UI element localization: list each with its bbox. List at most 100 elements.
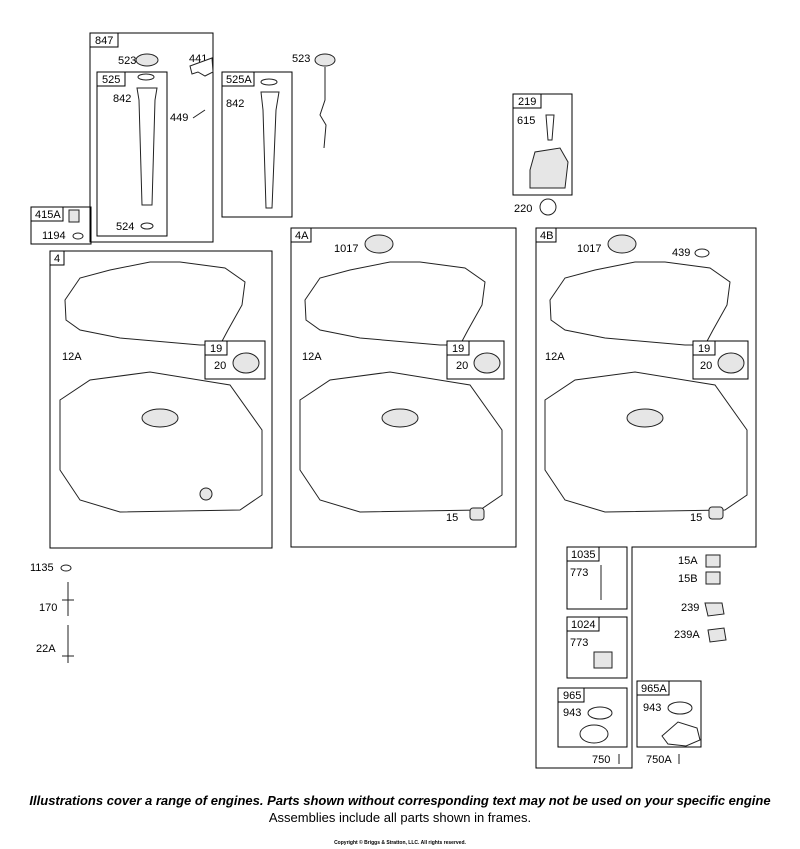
part-label-20: 20 xyxy=(456,360,468,372)
breather-cap-icon xyxy=(607,234,637,254)
frame-label-4b: 4B xyxy=(540,230,553,242)
washer-icon xyxy=(60,564,72,572)
part-label-220: 220 xyxy=(514,203,532,215)
frame-label-415a: 415A xyxy=(35,209,61,221)
part-label-615: 615 xyxy=(517,115,535,127)
crankcase-cover-icon xyxy=(59,371,263,513)
part-label-170: 170 xyxy=(39,602,57,614)
part-label-20: 20 xyxy=(700,360,712,372)
assembly-847: 847 525 523 441 842 449 524 xyxy=(89,32,214,243)
cover-plate-icon xyxy=(661,721,701,747)
frame-label-525: 525 xyxy=(102,74,120,86)
frame-label-525a: 525A xyxy=(226,74,252,86)
assembly-415a: 415A 1194 xyxy=(30,206,92,245)
bracket-icon xyxy=(189,57,214,77)
oil-sensor-icon xyxy=(704,602,725,617)
gasket-ring-icon xyxy=(667,701,693,715)
plug-icon xyxy=(705,571,721,585)
part-label-239: 239 xyxy=(681,602,699,614)
seal-icon xyxy=(72,232,84,240)
plug-icon xyxy=(68,209,80,223)
port-icon xyxy=(199,487,213,501)
assembly-4b: 4B 1017 439 12A 19 20 15 15A 15B 239 239… xyxy=(535,227,757,769)
frame-label-4a: 4A xyxy=(295,230,309,242)
bearing-icon xyxy=(141,408,179,428)
frame-label-1035: 1035 xyxy=(571,549,595,561)
part-label-15: 15 xyxy=(446,512,458,524)
part-label-12a: 12A xyxy=(302,351,322,363)
dipstick-cap-icon xyxy=(135,53,159,67)
oil-seal-icon xyxy=(232,352,260,374)
part-label-1135: 1135 xyxy=(30,562,54,574)
parts-diagram: 847 525 523 441 842 449 524 525A 842 523… xyxy=(30,32,757,769)
part-label-773: 773 xyxy=(570,567,588,579)
oil-seal-icon xyxy=(473,352,501,374)
gasket-icon xyxy=(64,261,246,346)
dipstick-tube-icon xyxy=(136,87,158,206)
part-label-773: 773 xyxy=(570,637,588,649)
part-label-524: 524 xyxy=(116,221,134,233)
assembly-525a: 525A 842 xyxy=(221,71,293,218)
oil-sensor-icon xyxy=(707,627,727,643)
plug-icon xyxy=(469,507,485,521)
part-label-439: 439 xyxy=(672,247,690,259)
frame-label-219: 219 xyxy=(518,96,536,108)
part-label-15a: 15A xyxy=(678,555,698,567)
frame-label-965: 965 xyxy=(563,690,581,702)
frame-label-1024: 1024 xyxy=(571,619,595,631)
part-label-449: 449 xyxy=(170,112,188,124)
bearing-icon xyxy=(626,408,664,428)
screw-icon xyxy=(192,109,206,119)
frame-label-4: 4 xyxy=(54,253,60,265)
cover-plate-icon xyxy=(579,724,609,744)
dipstick-cap-icon xyxy=(314,53,336,67)
fasteners: 1135 170 22A xyxy=(30,562,74,663)
oil-pump-icon xyxy=(593,651,613,669)
part-label-15: 15 xyxy=(690,512,702,524)
dipstick-icon xyxy=(319,67,327,149)
gasket-icon xyxy=(549,261,731,346)
part-label-239a: 239A xyxy=(674,629,700,641)
o-ring-icon xyxy=(260,78,278,86)
part-label-1017: 1017 xyxy=(334,243,358,255)
bolt-icon xyxy=(62,582,74,616)
part-label-750: 750 xyxy=(592,754,610,766)
part-label-12a: 12A xyxy=(545,351,565,363)
oil-seal-icon xyxy=(717,352,745,374)
breather-cap-icon xyxy=(364,234,394,254)
part-label-20: 20 xyxy=(214,360,226,372)
dipstick-523: 523 xyxy=(292,53,336,149)
bearing-icon xyxy=(381,408,419,428)
part-label-1017: 1017 xyxy=(577,243,601,255)
part-label-943: 943 xyxy=(643,702,661,714)
frame-label-19: 19 xyxy=(210,343,222,355)
part-label-15b: 15B xyxy=(678,573,698,585)
governor-gear-icon xyxy=(529,147,569,189)
copyright-text: Copyright © Briggs & Stratton, LLC. All … xyxy=(334,840,466,846)
bolt-icon xyxy=(62,625,74,663)
assembly-965a: 965A 943 750A xyxy=(636,680,702,766)
washer-icon xyxy=(539,198,557,216)
gasket-ring-icon xyxy=(587,706,613,720)
part-label-12a: 12A xyxy=(62,351,82,363)
disclaimer-text: Illustrations cover a range of engines. … xyxy=(29,793,771,808)
governor-pin-icon xyxy=(545,114,555,141)
crankcase-cover-icon xyxy=(544,371,748,513)
assembly-4a: 4A 1017 12A 19 20 15 xyxy=(290,227,517,548)
assembly-219: 219 615 220 xyxy=(512,93,573,216)
frame-label-19: 19 xyxy=(698,343,710,355)
seal-icon xyxy=(140,222,154,230)
part-label-943: 943 xyxy=(563,707,581,719)
part-label-1194: 1194 xyxy=(42,230,66,242)
part-label-22a: 22A xyxy=(36,643,56,655)
part-label-523: 523 xyxy=(292,53,310,65)
crankcase-cover-icon xyxy=(299,371,503,513)
assemblies-note: Assemblies include all parts shown in fr… xyxy=(268,810,532,825)
assembly-4: 4 12A 19 20 xyxy=(49,250,273,549)
plug-icon xyxy=(708,506,724,520)
dipstick-tube-icon xyxy=(260,91,280,209)
gasket-icon xyxy=(304,261,486,346)
part-label-523: 523 xyxy=(118,55,136,67)
part-label-842: 842 xyxy=(113,93,131,105)
frame-label-19: 19 xyxy=(452,343,464,355)
